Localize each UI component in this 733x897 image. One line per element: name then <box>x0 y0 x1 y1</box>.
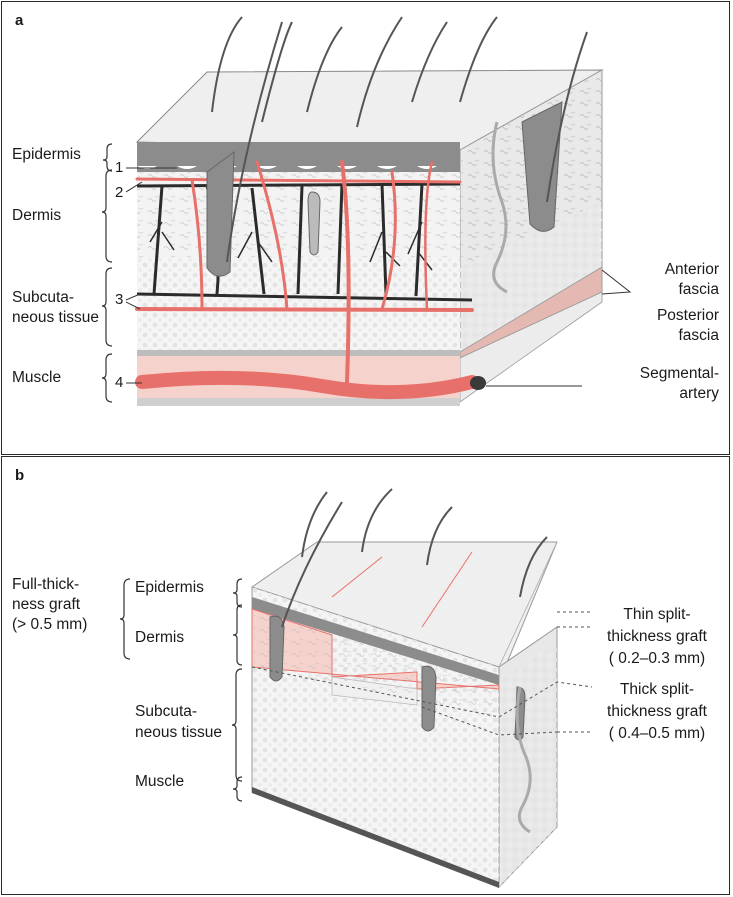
panel-a-letter: a <box>15 12 24 29</box>
number-leaders <box>125 167 177 384</box>
label-muscle-b: Muscle <box>135 773 185 790</box>
graft-sweat-gland <box>515 686 532 834</box>
label-subcutaneous-b-line1: Subcuta- <box>135 703 198 720</box>
label-full-thickness-line3: (> 0.5 mm) <box>12 616 88 633</box>
label-thick-split-line1: Thick split- <box>619 681 695 698</box>
hair-shafts <box>211 16 588 263</box>
label-subcutaneous-a-line1: Subcuta- <box>12 289 75 306</box>
label-thin-split-line3: ( 0.2–0.3 mm) <box>608 650 706 667</box>
skin-graft-illustration-b <box>119 488 593 889</box>
panel-b-letter: b <box>15 467 25 484</box>
graft-hair-shafts <box>281 488 548 628</box>
layer-brackets <box>101 143 113 403</box>
muscle-band <box>252 787 499 888</box>
graft-epidermis <box>252 597 499 685</box>
hair-follicles <box>206 101 563 277</box>
number-3: 3 <box>115 291 124 308</box>
number-2: 2 <box>115 184 124 201</box>
label-thin-split-line2: thickness graft <box>607 628 707 645</box>
label-epidermis-a: Epidermis <box>12 146 81 163</box>
label-subcutaneous-a-line2: neous tissue <box>12 309 100 326</box>
label-muscle-a: Muscle <box>12 369 62 386</box>
label-thick-split-line3: ( 0.4–0.5 mm) <box>608 725 706 742</box>
label-posterior-fascia-line1: Posterior <box>656 307 719 324</box>
vascular-plexus <box>135 160 474 384</box>
number-4: 4 <box>115 374 124 391</box>
label-full-thickness-line2: ness graft <box>12 596 81 613</box>
label-epidermis-b: Epidermis <box>135 579 204 596</box>
label-subcutaneous-b-line2: neous tissue <box>135 724 223 741</box>
label-thick-split-line2: thickness graft <box>607 703 707 720</box>
label-thin-split-line1: Thin split- <box>623 606 691 623</box>
label-full-thickness-line1: Full-thick- <box>12 576 80 593</box>
skin-layers-illustration-a <box>101 16 632 406</box>
segmental-artery <box>135 370 479 400</box>
label-dermis-b: Dermis <box>135 629 185 646</box>
label-posterior-fascia-line2: fascia <box>678 327 720 344</box>
epidermis-layer-front <box>137 142 460 166</box>
right-leaders <box>486 269 632 387</box>
panel-b: b <box>1 456 730 895</box>
sweat-gland <box>491 121 508 294</box>
label-segmental-artery-line2: artery <box>679 385 719 402</box>
graft-brackets <box>119 578 243 802</box>
panel-a: a <box>1 1 730 455</box>
label-segmental-artery-line1: Segmental- <box>639 365 719 382</box>
fascia-front <box>137 350 460 356</box>
graft-dashed-leaders <box>251 611 593 736</box>
label-anterior-fascia-line1: Anterior <box>664 261 719 278</box>
label-dermis-a: Dermis <box>12 207 62 224</box>
number-1: 1 <box>115 159 124 176</box>
artery-cross-section <box>470 376 486 390</box>
label-anterior-fascia-line2: fascia <box>678 281 720 298</box>
